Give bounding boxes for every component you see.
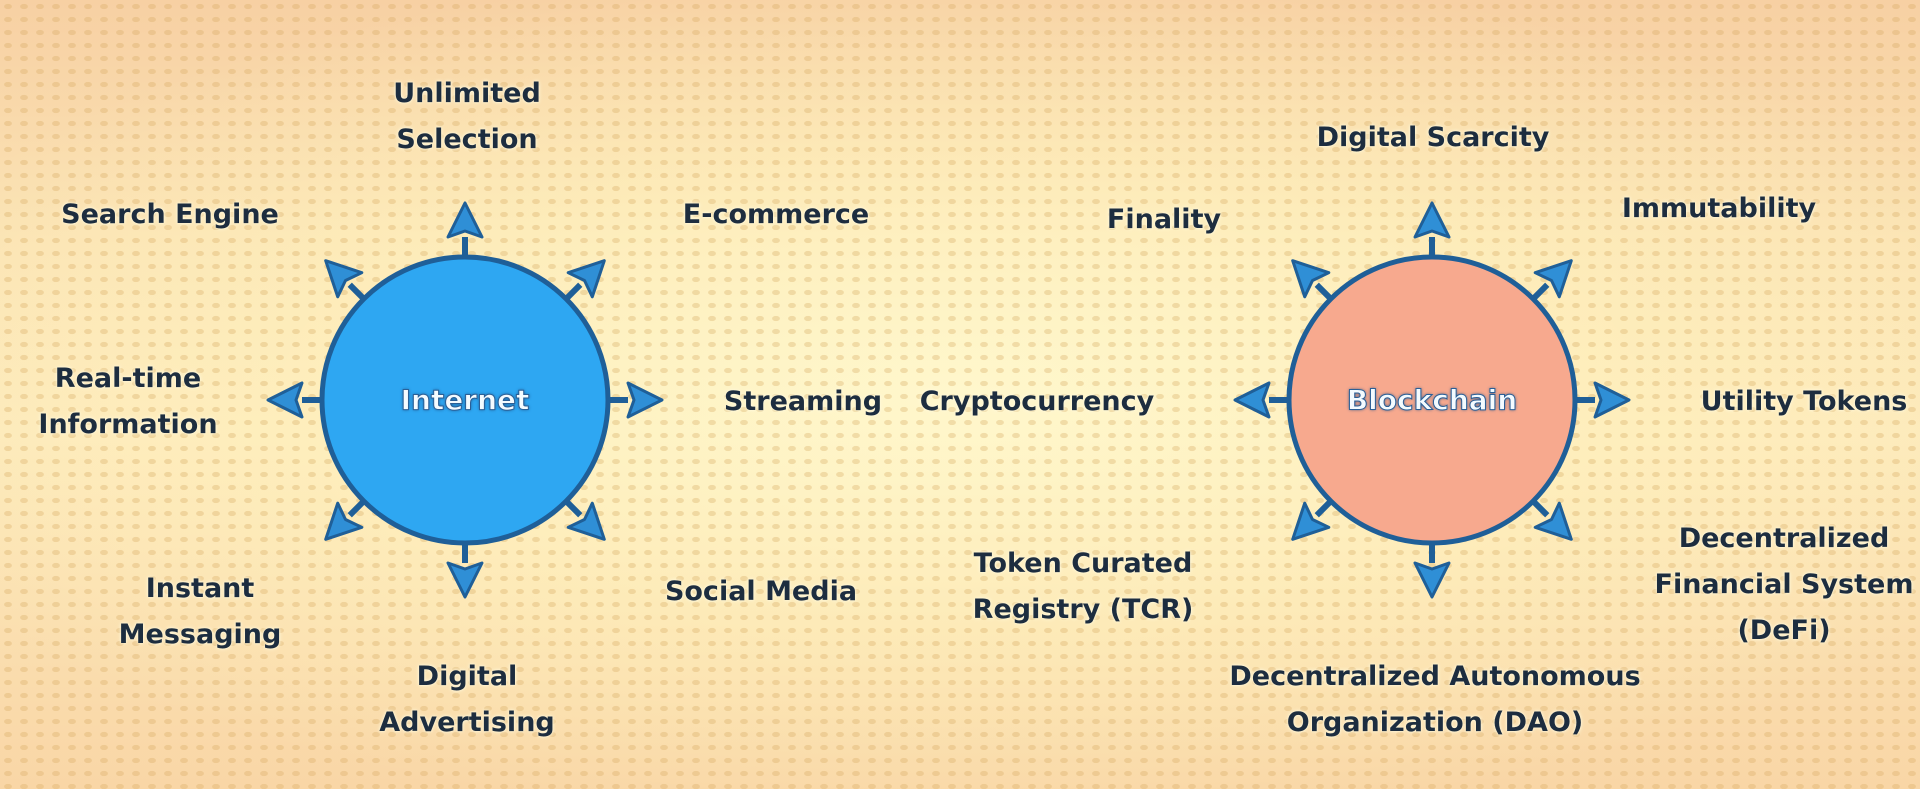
blockchain-arrowhead-icon-3 <box>1533 501 1573 541</box>
label-search-engine: Search Engine <box>61 199 279 230</box>
blockchain-arrowhead-icon-0 <box>1413 201 1451 239</box>
blockchain-arrowhead-icon-2 <box>1593 381 1631 419</box>
internet-hub-label: Internet <box>400 383 530 417</box>
label-finality: Finality <box>1106 204 1222 235</box>
label-utility-tokens: Utility Tokens <box>1700 386 1908 417</box>
label-cryptocurrency: Cryptocurrency <box>919 386 1155 417</box>
internet-arrowhead-icon-5 <box>324 501 364 541</box>
internet-hub-circle <box>319 254 611 546</box>
internet-arrowhead-icon-6 <box>266 381 304 419</box>
internet-arrowhead-icon-2 <box>626 381 664 419</box>
blockchain-arrowhead-icon-1 <box>1533 259 1573 299</box>
blockchain-arrowhead-icon-4 <box>1413 561 1451 599</box>
label-digital-scarcity: Digital Scarcity <box>1316 122 1550 153</box>
internet-arrowhead-icon-4 <box>446 561 484 599</box>
blockchain-hub-circle <box>1286 254 1578 546</box>
label-e-commerce: E-commerce <box>682 199 870 230</box>
blockchain-arrowhead-icon-7 <box>1291 259 1331 299</box>
blockchain-arrowhead-icon-5 <box>1291 501 1331 541</box>
blockchain-arrowhead-icon-6 <box>1233 381 1271 419</box>
internet-arrowhead-icon-0 <box>446 201 484 239</box>
label-streaming: Streaming <box>723 386 883 417</box>
internet-arrowhead-icon-1 <box>566 259 606 299</box>
internet-arrowhead-icon-3 <box>566 501 606 541</box>
blockchain-hub-label: Blockchain <box>1346 383 1518 417</box>
internet-arrowhead-icon-7 <box>324 259 364 299</box>
label-social-media: Social Media <box>664 576 858 607</box>
label-immutability: Immutability <box>1621 193 1817 224</box>
